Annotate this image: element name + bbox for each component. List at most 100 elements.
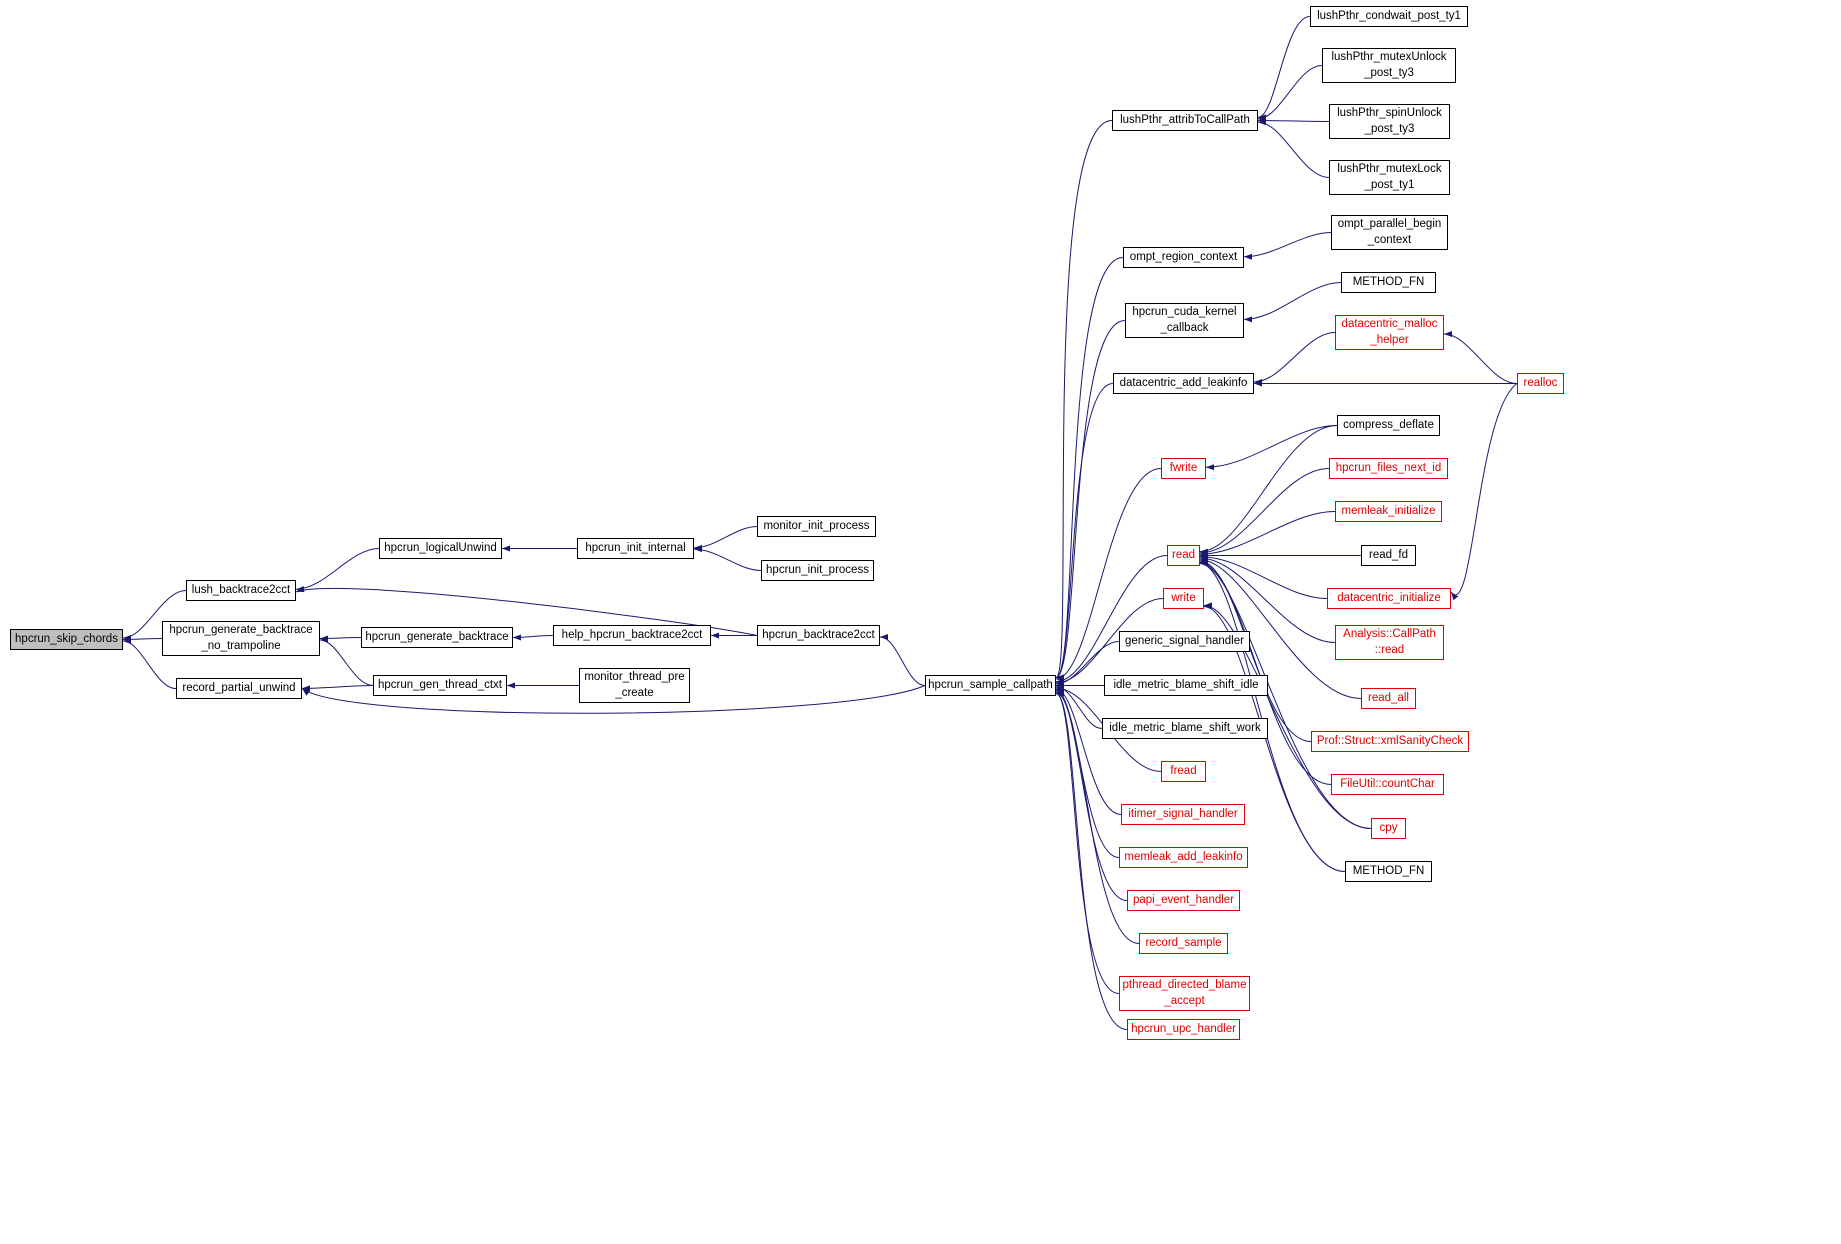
node-pthread_directed_blame_accept[interactable]: pthread_directed_blame_accept [1119, 976, 1250, 1011]
edge-hpcrun_files_next_id-to-read [1199, 468, 1330, 556]
edge-monitor_init_process-to-hpcrun_init_internal [693, 526, 758, 551]
node-write[interactable]: write [1163, 588, 1204, 609]
node-realloc[interactable]: realloc [1517, 373, 1564, 394]
node-METHOD_FN_top[interactable]: METHOD_FN [1341, 272, 1436, 293]
node-FileUtil_countChar[interactable]: FileUtil::countChar [1331, 774, 1444, 795]
node-monitor_thread_pre_create[interactable]: monitor_thread_pre_create [579, 668, 690, 703]
node-datacentric_add_leakinfo[interactable]: datacentric_add_leakinfo [1113, 373, 1254, 394]
node-help_hpcrun_backtrace2cct[interactable]: help_hpcrun_backtrace2cct [553, 625, 711, 646]
node-idle_metric_blame_shift_idle[interactable]: idle_metric_blame_shift_idle [1104, 675, 1268, 696]
node-hpcrun_cuda_kernel_callback[interactable]: hpcrun_cuda_kernel_callback [1125, 303, 1244, 338]
node-hpcrun_generate_backtrace[interactable]: hpcrun_generate_backtrace [361, 627, 513, 648]
node-record_sample[interactable]: record_sample [1139, 933, 1228, 954]
node-fwrite[interactable]: fwrite [1161, 458, 1206, 479]
node-label: FileUtil::countChar [1340, 777, 1435, 790]
node-lushPthr_attribToCallPath[interactable]: lushPthr_attribToCallPath [1112, 110, 1258, 131]
node-hpcrun_gen_thread_ctxt[interactable]: hpcrun_gen_thread_ctxt [373, 675, 507, 696]
edge-hpcrun_logicalUnwind-to-lush_backtrace2cct [295, 548, 380, 593]
edge-realloc-to-datacentric_malloc_helper [1443, 331, 1518, 384]
node-label: monitor_init_process [763, 519, 870, 532]
node-hpcrun_generate_backtrace_no_trampoline[interactable]: hpcrun_generate_backtrace_no_trampoline [162, 621, 320, 656]
node-hpcrun_skip_chords[interactable]: hpcrun_skip_chords [10, 629, 123, 650]
edge-hpcrun_sample_callpath-to-hpcrun_backtrace2cct [879, 634, 926, 686]
node-ompt_region_context[interactable]: ompt_region_context [1123, 247, 1244, 268]
node-label: fwrite [1169, 461, 1198, 474]
edge-hpcrun_gen_thread_ctxt-to-record_partial_unwind [301, 685, 374, 692]
node-label: hpcrun_sample_callpath [928, 678, 1053, 691]
node-label: lush_backtrace2cct [191, 583, 291, 596]
edge-record_partial_unwind-to-hpcrun_skip_chords [122, 637, 177, 689]
node-lushPthr_mutexUnlock_post_ty3[interactable]: lushPthr_mutexUnlock_post_ty3 [1322, 48, 1456, 83]
node-label: pthread_directed_blame [1122, 979, 1247, 992]
node-label: read [1171, 548, 1196, 561]
node-hpcrun_logicalUnwind[interactable]: hpcrun_logicalUnwind [379, 538, 502, 559]
node-read_all[interactable]: read_all [1361, 688, 1416, 709]
edge-read_all-to-read [1199, 556, 1362, 699]
edge-ompt_parallel_begin_context-to-ompt_region_context [1243, 232, 1332, 260]
edge-lushPthr_spinUnlock_post_ty3-to-lushPthr_attribToCallPath [1257, 117, 1330, 124]
node-compress_deflate[interactable]: compress_deflate [1337, 415, 1440, 436]
node-monitor_init_process[interactable]: monitor_init_process [757, 516, 876, 537]
node-lushPthr_condwait_post_ty1[interactable]: lushPthr_condwait_post_ty1 [1310, 6, 1468, 27]
node-papi_event_handler[interactable]: papi_event_handler [1127, 890, 1240, 911]
node-label: hpcrun_files_next_id [1335, 461, 1442, 474]
node-label: help_hpcrun_backtrace2cct [561, 628, 703, 641]
node-METHOD_FN_bottom[interactable]: METHOD_FN [1345, 861, 1432, 882]
node-label: datacentric_initialize [1337, 591, 1441, 604]
edge-hpcrun_generate_backtrace-to-hpcrun_generate_backtrace_no_trampoline [319, 635, 362, 642]
node-memleak_add_leakinfo[interactable]: memleak_add_leakinfo [1119, 847, 1248, 868]
node-lush_backtrace2cct[interactable]: lush_backtrace2cct [186, 580, 296, 601]
node-label: Analysis::CallPath [1343, 628, 1436, 641]
node-label: fread [1170, 764, 1197, 777]
node-generic_signal_handler[interactable]: generic_signal_handler [1119, 631, 1250, 652]
node-label: itimer_signal_handler [1128, 807, 1238, 820]
node-Prof_Struct_xmlSanityCheck[interactable]: Prof::Struct::xmlSanityCheck [1311, 731, 1469, 752]
node-label: Prof::Struct::xmlSanityCheck [1316, 734, 1464, 747]
node-label: ompt_parallel_begin [1337, 218, 1442, 231]
node-hpcrun_init_internal[interactable]: hpcrun_init_internal [577, 538, 694, 559]
edge-realloc-to-datacentric_initialize [1450, 383, 1518, 601]
node-datacentric_initialize[interactable]: datacentric_initialize [1327, 588, 1451, 609]
edge-record_sample-to-hpcrun_sample_callpath [1055, 690, 1140, 944]
node-label: lushPthr_condwait_post_ty1 [1317, 9, 1461, 22]
node-Analysis_CallPath_read[interactable]: Analysis::CallPath::read [1335, 625, 1444, 660]
node-hpcrun_files_next_id[interactable]: hpcrun_files_next_id [1329, 458, 1448, 479]
edge-lushPthr_mutexLock_post_ty1-to-lushPthr_attribToCallPath [1257, 119, 1330, 178]
node-memleak_initialize[interactable]: memleak_initialize [1335, 501, 1442, 522]
node-fread[interactable]: fread [1161, 761, 1206, 782]
node-label: _no_trampoline [201, 639, 281, 652]
node-record_partial_unwind[interactable]: record_partial_unwind [176, 678, 302, 699]
node-read[interactable]: read [1167, 545, 1200, 566]
edge-compress_deflate-to-read [1199, 425, 1338, 555]
node-itimer_signal_handler[interactable]: itimer_signal_handler [1121, 804, 1245, 825]
node-datacentric_malloc_helper[interactable]: datacentric_malloc_helper [1335, 315, 1444, 350]
node-label: hpcrun_skip_chords [15, 632, 118, 645]
node-read_fd[interactable]: read_fd [1361, 545, 1416, 566]
edge-hpcrun_sample_callpath-to-record_partial_unwind [301, 685, 926, 714]
node-hpcrun_backtrace2cct[interactable]: hpcrun_backtrace2cct [757, 625, 880, 646]
edge-hpcrun_generate_backtrace_no_trampoline-to-hpcrun_skip_chords [122, 636, 163, 643]
node-label: _create [615, 686, 654, 699]
node-label: ompt_region_context [1129, 250, 1238, 263]
edge-help_hpcrun_backtrace2cct-to-hpcrun_generate_backtrace [512, 634, 554, 641]
node-label: read_fd [1368, 548, 1408, 561]
node-label: hpcrun_gen_thread_ctxt [377, 678, 503, 691]
node-hpcrun_upc_handler[interactable]: hpcrun_upc_handler [1127, 1019, 1240, 1040]
node-lushPthr_spinUnlock_post_ty3[interactable]: lushPthr_spinUnlock_post_ty3 [1329, 104, 1450, 139]
edge-hpcrun_cuda_kernel_callback-to-hpcrun_sample_callpath [1055, 320, 1126, 681]
node-ompt_parallel_begin_context[interactable]: ompt_parallel_begin_context [1331, 215, 1448, 250]
node-label: _post_ty3 [1364, 66, 1414, 79]
node-lushPthr_mutexLock_post_ty1[interactable]: lushPthr_mutexLock_post_ty1 [1329, 160, 1450, 195]
node-label: hpcrun_init_internal [585, 541, 686, 554]
node-label: datacentric_malloc [1341, 318, 1438, 331]
edge-hpcrun_init_process-to-hpcrun_init_internal [693, 546, 762, 571]
edge-hpcrun_upc_handler-to-hpcrun_sample_callpath [1055, 690, 1128, 1030]
edge-hpcrun_backtrace2cct-to-lush_backtrace2cct [295, 586, 758, 636]
node-idle_metric_blame_shift_work[interactable]: idle_metric_blame_shift_work [1102, 718, 1268, 739]
edge-lushPthr_condwait_post_ty1-to-lushPthr_attribToCallPath [1257, 16, 1311, 121]
node-hpcrun_init_process[interactable]: hpcrun_init_process [761, 560, 874, 581]
node-hpcrun_sample_callpath[interactable]: hpcrun_sample_callpath [925, 675, 1056, 696]
node-cpy[interactable]: cpy [1371, 818, 1406, 839]
edge-lushPthr_mutexUnlock_post_ty3-to-lushPthr_attribToCallPath [1257, 65, 1323, 122]
